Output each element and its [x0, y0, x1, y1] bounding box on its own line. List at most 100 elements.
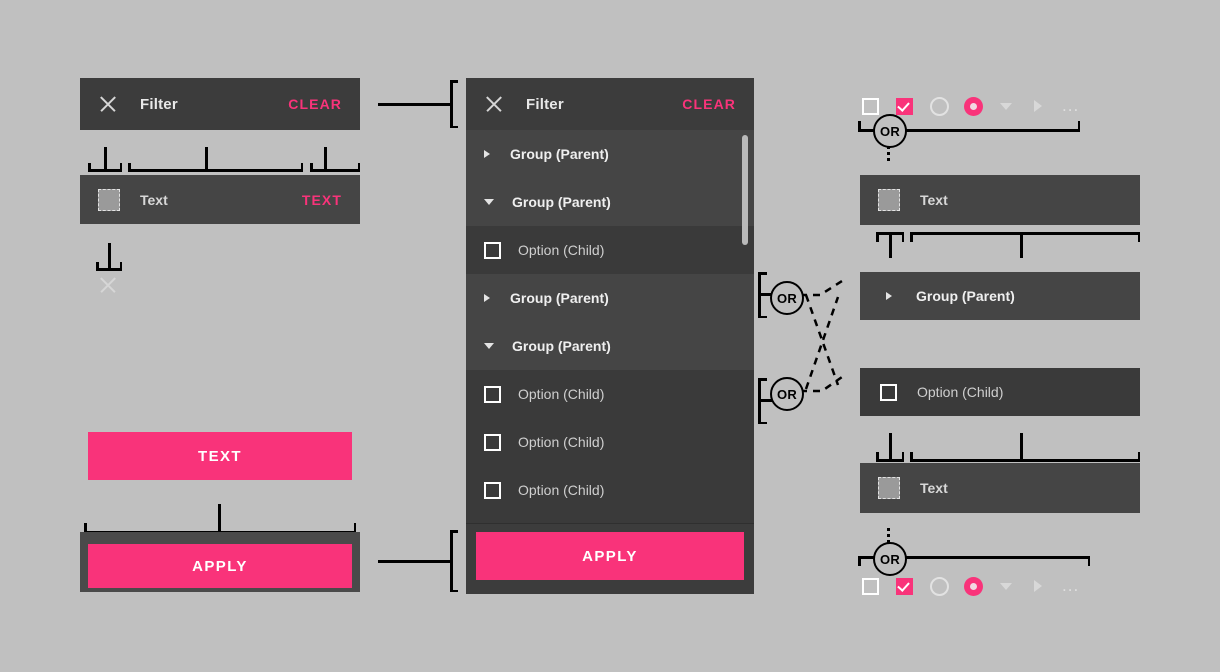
left-clear-button[interactable]: CLEAR — [288, 96, 342, 112]
list-item-group[interactable]: Group (Parent) — [466, 130, 754, 178]
right-text-row-bottom[interactable]: Text — [860, 463, 1140, 513]
vertical-scrollbar[interactable] — [742, 135, 748, 245]
close-x-icon[interactable] — [98, 94, 118, 114]
bracket-left-wide — [128, 147, 303, 172]
center-filter-panel: Filter CLEAR Group (Parent) Group (Paren… — [466, 78, 754, 594]
bracket-right-or-bottom — [858, 550, 1090, 566]
or-badge-label: OR — [879, 123, 901, 139]
list-item-label: Group (Parent) — [512, 194, 611, 210]
center-clear-button[interactable]: CLEAR — [682, 96, 736, 112]
bracket-or-top — [758, 272, 772, 318]
bracket-left-small — [88, 147, 122, 172]
left-apply-container: APPLY — [80, 532, 360, 592]
list-item-option[interactable]: Option (Child) — [466, 418, 754, 466]
center-apply-button[interactable]: APPLY — [476, 532, 744, 580]
left-text-button[interactable]: TEXT — [88, 432, 352, 480]
close-x-icon[interactable] — [484, 94, 504, 114]
bracket-left-apply — [84, 504, 356, 534]
or-badge-right-top: OR — [873, 114, 907, 148]
caret-right-icon[interactable] — [1034, 580, 1042, 592]
center-filter-list[interactable]: Group (Parent) Group (Parent) Option (Ch… — [466, 130, 754, 528]
list-item-group[interactable]: Group (Parent) — [466, 322, 754, 370]
left-text-button-label: TEXT — [198, 447, 242, 465]
list-item-option[interactable]: Option (Child) — [466, 226, 754, 274]
list-item-label: Option (Child) — [518, 482, 605, 498]
right-group-row[interactable]: Group (Parent) — [860, 272, 1140, 320]
checkbox-icon[interactable] — [484, 385, 501, 403]
or-badge-label: OR — [879, 551, 901, 567]
left-apply-button[interactable]: APPLY — [88, 544, 352, 588]
caret-right-icon[interactable] — [1034, 100, 1042, 112]
left-text-row-label: Text — [140, 191, 168, 208]
radio-selected-icon[interactable] — [964, 96, 983, 116]
checkbox-checked-icon[interactable] — [896, 577, 913, 595]
overflow-ellipsis-icon[interactable]: ... — [1062, 96, 1080, 115]
left-text-row[interactable]: Text TEXT — [80, 175, 360, 224]
right-controls-row-bottom: ... — [862, 575, 1092, 597]
checkbox-icon[interactable] — [484, 241, 501, 259]
dropdown-caret-icon[interactable] — [1000, 102, 1012, 110]
checkbox-unchecked-icon[interactable] — [862, 97, 879, 115]
right-option-row[interactable]: Option (Child) — [860, 368, 1140, 416]
checkbox-icon[interactable] — [484, 481, 501, 499]
list-item-label: Option (Child) — [518, 386, 605, 402]
bracket-right-text-small — [876, 232, 904, 262]
image-placeholder-icon — [878, 189, 900, 211]
overflow-ellipsis-icon[interactable]: ... — [1062, 576, 1080, 595]
radio-selected-icon[interactable] — [964, 576, 983, 596]
dotted-leader-top — [887, 146, 890, 164]
left-filter-header: Filter CLEAR — [80, 78, 360, 130]
caret-right-icon[interactable] — [886, 292, 892, 300]
caret-down-icon[interactable] — [484, 343, 494, 349]
or-badge-top: OR — [770, 281, 804, 315]
bracket-or-bottom — [758, 378, 772, 424]
bracket-right-text2-wide — [910, 433, 1140, 463]
bracket-right-or-top — [858, 118, 1080, 132]
right-option-row-label: Option (Child) — [917, 384, 1004, 400]
list-item-label: Group (Parent) — [510, 290, 609, 306]
left-detached-close-icon[interactable] — [98, 275, 118, 295]
left-text-row-action[interactable]: TEXT — [301, 191, 342, 208]
center-apply-container: APPLY — [466, 523, 754, 594]
right-text-row-top[interactable]: Text — [860, 175, 1140, 225]
right-text-row-bottom-label: Text — [920, 480, 948, 496]
caret-right-icon[interactable] — [484, 150, 490, 158]
dropdown-caret-icon[interactable] — [1000, 582, 1012, 590]
caret-right-icon[interactable] — [484, 294, 490, 302]
center-apply-button-label: APPLY — [582, 547, 638, 565]
right-text-row-top-label: Text — [920, 192, 948, 208]
connector-bottom-bracket — [450, 530, 460, 592]
list-item-label: Group (Parent) — [512, 338, 611, 354]
or-crossing-connectors — [800, 279, 843, 393]
list-item-label: Option (Child) — [518, 242, 605, 258]
center-filter-header: Filter CLEAR — [466, 78, 754, 130]
or-badge-label: OR — [776, 290, 798, 306]
or-badge-right-bottom: OR — [873, 542, 907, 576]
connector-top-bracket — [450, 80, 460, 128]
bracket-left-close — [96, 243, 122, 271]
dotted-leader-bottom — [887, 528, 890, 546]
checkbox-unchecked-icon[interactable] — [862, 577, 879, 595]
checkbox-checked-icon[interactable] — [896, 97, 913, 115]
connector-bottom-line — [378, 560, 452, 563]
left-apply-button-label: APPLY — [192, 557, 248, 575]
left-filter-title: Filter — [140, 95, 178, 113]
checkbox-icon[interactable] — [484, 433, 501, 451]
radio-unselected-icon[interactable] — [930, 96, 949, 116]
image-placeholder-icon — [98, 188, 120, 211]
list-item-group[interactable]: Group (Parent) — [466, 274, 754, 322]
list-item-group[interactable]: Group (Parent) — [466, 178, 754, 226]
list-item-option[interactable]: Option (Child) — [466, 370, 754, 418]
bracket-left-right — [310, 147, 360, 172]
list-item-label: Option (Child) — [518, 434, 605, 450]
right-controls-row-top: ... — [862, 95, 1092, 117]
or-badge-bottom: OR — [770, 377, 804, 411]
list-item-option[interactable]: Option (Child) — [466, 466, 754, 514]
bracket-right-text2-small — [876, 433, 904, 463]
right-group-row-label: Group (Parent) — [916, 288, 1015, 304]
connector-top-line — [378, 103, 452, 106]
center-filter-title: Filter — [526, 95, 564, 113]
checkbox-icon[interactable] — [880, 383, 897, 401]
caret-down-icon[interactable] — [484, 199, 494, 205]
radio-unselected-icon[interactable] — [930, 576, 949, 596]
